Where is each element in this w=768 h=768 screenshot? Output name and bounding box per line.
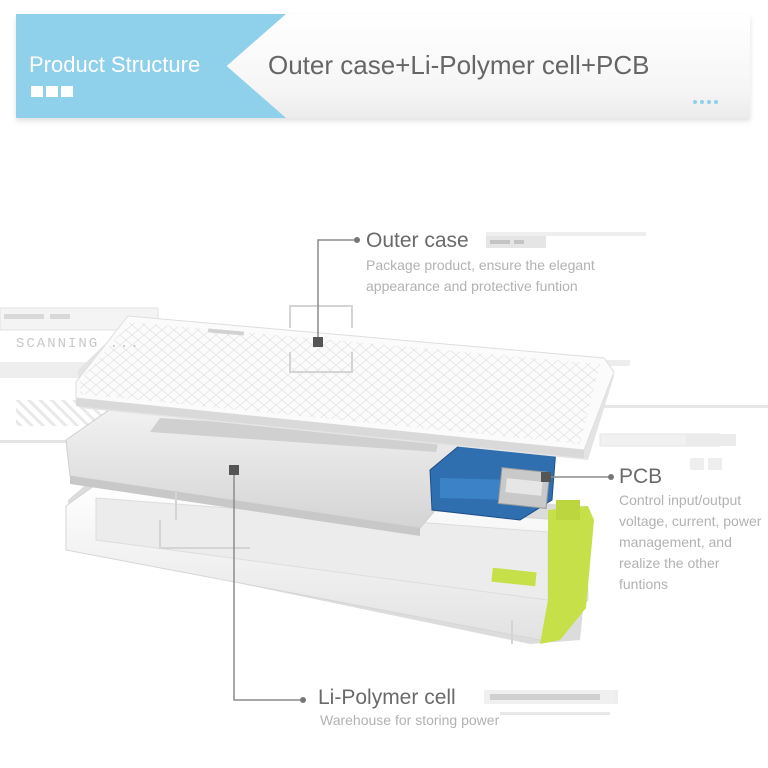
li-polymer-cell-title: Li-Polymer cell — [318, 686, 456, 709]
hud-frames — [159, 305, 513, 644]
pcb-title: PCB — [619, 465, 663, 488]
scanning-label: SCANNING ... — [16, 336, 141, 352]
outer-case-title: Outer case — [366, 229, 469, 252]
leader-markers — [229, 237, 614, 703]
pcb-board — [429, 439, 557, 521]
outer-case-description: Package product, ensure the elegant appe… — [366, 257, 595, 294]
outer-case — [75, 315, 615, 460]
banner-tag-label: Product Structure — [29, 52, 201, 77]
leader-lines — [233, 239, 610, 701]
li-polymer-cell — [65, 407, 471, 536]
banner-title: Outer case+Li-Polymer cell+PCB — [268, 50, 650, 80]
tag-squares-decoration — [31, 86, 73, 97]
title-decorations — [484, 236, 614, 704]
li-polymer-cell-description: Warehouse for storing power — [320, 712, 500, 728]
header-banner: Product Structure Outer case+Li-Polymer … — [16, 14, 750, 118]
pcb-description: Control input/output voltage, current, p… — [619, 492, 762, 592]
more-dots-icon — [693, 100, 718, 104]
